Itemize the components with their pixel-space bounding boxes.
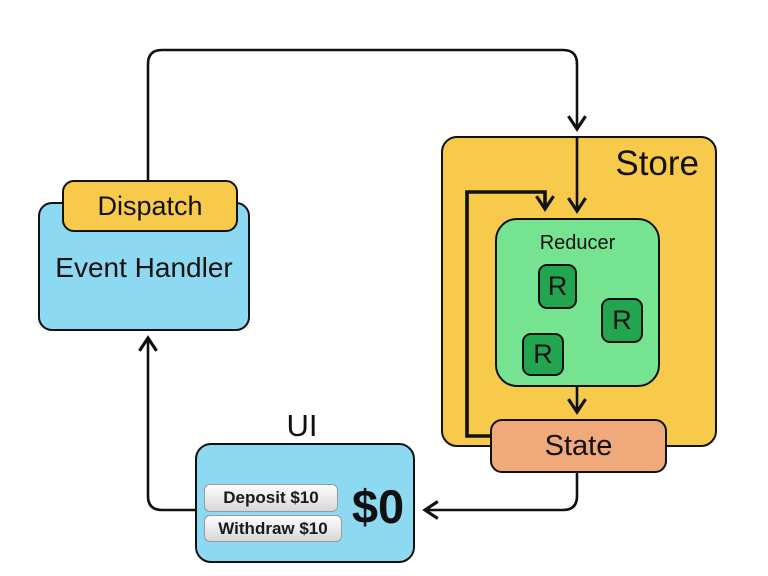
withdraw-button[interactable]: Withdraw $10 <box>204 515 342 542</box>
state-node: State <box>490 419 667 473</box>
arrow-ui-to-event-handler <box>138 335 195 512</box>
ui-node: Deposit $10 Withdraw $10 $0 <box>195 443 415 563</box>
reducer-item: R <box>522 333 564 376</box>
deposit-button[interactable]: Deposit $10 <box>204 484 338 512</box>
reducer-item: R <box>538 264 577 309</box>
event-handler-label: Event Handler <box>55 252 233 283</box>
dispatch-node: Dispatch <box>62 180 238 232</box>
ui-label: UI <box>286 408 318 443</box>
reducer-label: Reducer <box>539 232 616 254</box>
reducer-item: R <box>601 298 643 343</box>
arrow-state-to-ui <box>422 473 579 520</box>
store-label: Store <box>615 144 699 183</box>
balance-value: $0 <box>351 480 405 533</box>
